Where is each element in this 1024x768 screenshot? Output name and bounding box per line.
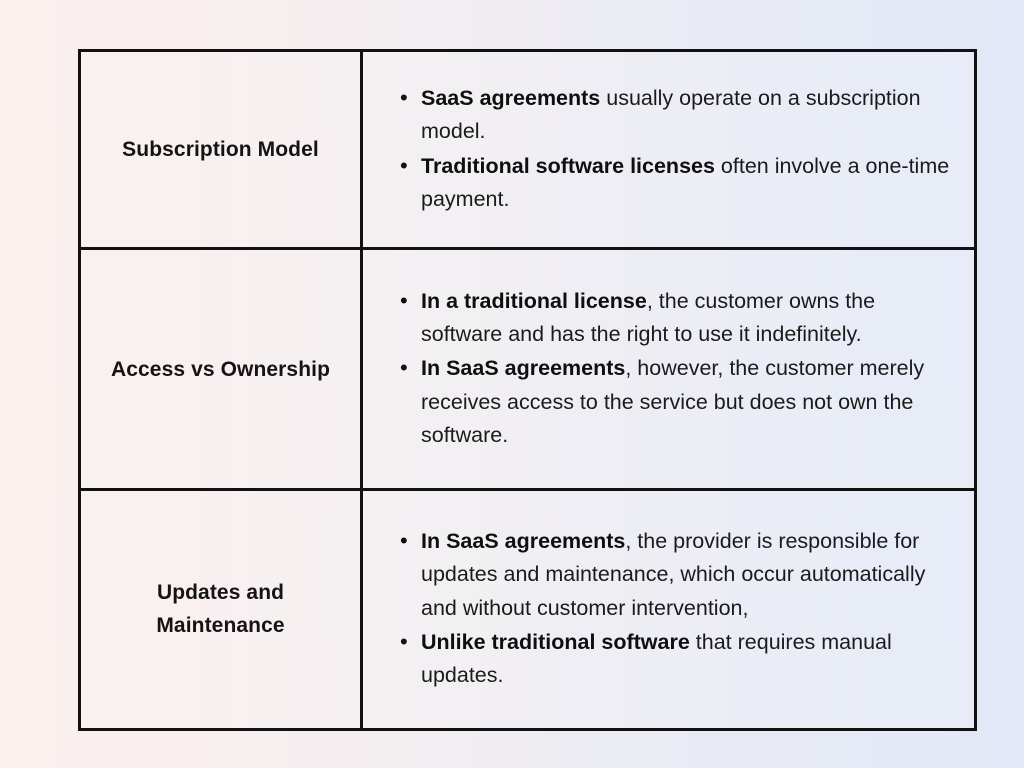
detail-lead: In a traditional license bbox=[421, 288, 647, 313]
table-row: Subscription Model SaaS agreements usual… bbox=[78, 48, 977, 251]
detail-rest: often involve a one-time payment. bbox=[421, 153, 950, 212]
list-item: In SaaS agreements, however, the custome… bbox=[363, 351, 957, 452]
detail-lead: In SaaS agreements bbox=[421, 528, 626, 553]
detail-list: In a traditional license, the customer o… bbox=[363, 284, 957, 453]
detail-lead: Unlike traditional software bbox=[421, 630, 690, 655]
detail-lead: In SaaS agreements bbox=[421, 356, 626, 381]
detail-text: Unlike traditional software that require… bbox=[421, 630, 892, 687]
list-item: Traditional software licenses often invo… bbox=[363, 149, 957, 217]
detail-rest: usually operate on a subscription model. bbox=[421, 85, 921, 144]
detail-cell: In a traditional license, the customer o… bbox=[360, 247, 977, 491]
feature-cell: Updates and Maintenance bbox=[78, 487, 363, 732]
detail-text: In SaaS agreements, the provider is resp… bbox=[421, 529, 925, 620]
detail-lead: SaaS agreements bbox=[421, 85, 601, 110]
detail-cell: SaaS agreements usually operate on a sub… bbox=[360, 48, 977, 251]
table-row: Updates and Maintenance In SaaS agreemen… bbox=[78, 487, 977, 732]
feature-label: Updates and Maintenance bbox=[156, 581, 285, 638]
detail-rest: , the customer owns the software and has… bbox=[421, 288, 876, 346]
table-row: Access vs Ownership In a traditional lic… bbox=[78, 247, 977, 491]
detail-text: Traditional software licenses often invo… bbox=[421, 154, 949, 211]
list-item: SaaS agreements usually operate on a sub… bbox=[363, 81, 957, 149]
detail-text: SaaS agreements usually operate on a sub… bbox=[421, 86, 921, 143]
feature-label: Subscription Model bbox=[122, 138, 319, 162]
list-item: In SaaS agreements, the provider is resp… bbox=[363, 524, 957, 625]
detail-rest: , however, the customer merely receives … bbox=[421, 356, 925, 448]
detail-list: In SaaS agreements, the provider is resp… bbox=[363, 524, 957, 693]
feature-cell: Access vs Ownership bbox=[78, 247, 363, 491]
detail-cell: In SaaS agreements, the provider is resp… bbox=[360, 487, 977, 732]
detail-rest: that requires manual updates. bbox=[421, 630, 892, 688]
list-item: Unlike traditional software that require… bbox=[363, 625, 957, 693]
feature-label: Access vs Ownership bbox=[110, 357, 330, 381]
detail-text: In a traditional license, the customer o… bbox=[421, 289, 875, 346]
list-item: In a traditional license, the customer o… bbox=[363, 284, 957, 352]
comparison-table: Subscription Model SaaS agreements usual… bbox=[78, 48, 977, 732]
detail-lead: Traditional software licenses bbox=[421, 153, 715, 178]
detail-text: In SaaS agreements, however, the custome… bbox=[421, 356, 924, 447]
table-body: Subscription Model SaaS agreements usual… bbox=[78, 48, 977, 732]
detail-rest: , the provider is responsible for update… bbox=[421, 528, 926, 620]
detail-list: SaaS agreements usually operate on a sub… bbox=[363, 81, 957, 217]
feature-cell: Subscription Model bbox=[78, 48, 363, 251]
